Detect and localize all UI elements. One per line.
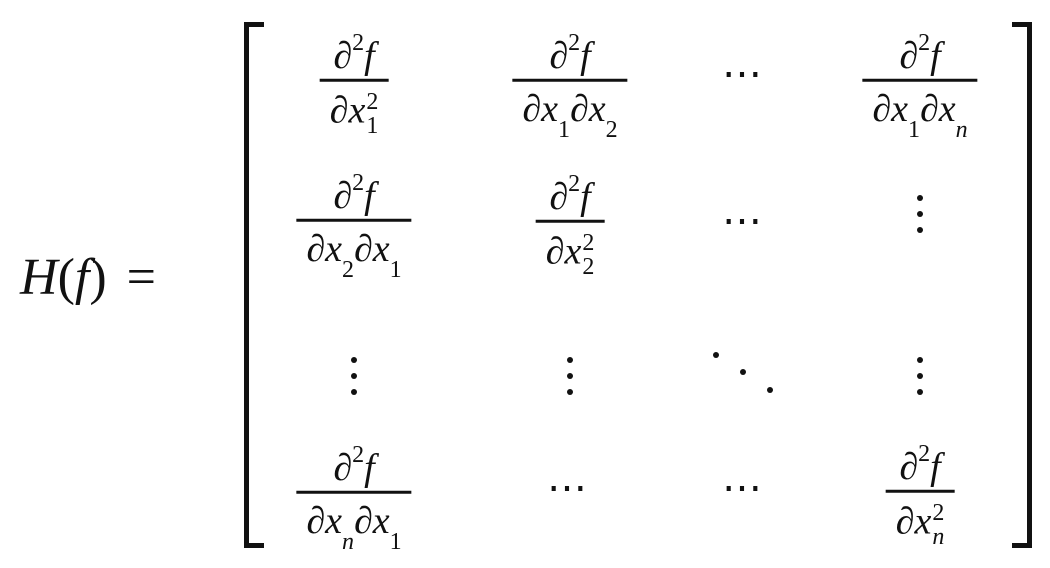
ellipsis-v-3-n <box>917 357 923 395</box>
ellipsis-diagonal-3-3 <box>713 352 777 396</box>
formula-lhs: H(f) = <box>20 252 156 304</box>
hessian-symbol: H <box>20 249 58 306</box>
ellipsis-v-2-n <box>917 195 923 233</box>
ellipsis-h-n-3: ⋯ <box>722 465 768 510</box>
left-bracket <box>244 22 264 548</box>
ellipsis-h-n-2: ⋯ <box>547 465 593 510</box>
ellipsis-v-3-2 <box>567 357 573 395</box>
right-bracket <box>1012 22 1032 548</box>
ellipsis-v-3-1 <box>351 357 357 395</box>
matrix-cell-1-n: ∂2f ∂x1∂xn <box>862 31 978 142</box>
ellipsis-h-1-3: ⋯ <box>722 51 768 96</box>
matrix-cell-1-2: ∂2f ∂x1∂x2 <box>512 31 628 142</box>
equals-sign: = <box>126 249 156 306</box>
lhs-function: f <box>74 249 90 306</box>
open-paren: ( <box>57 249 75 306</box>
close-paren: ) <box>89 249 107 306</box>
matrix-cell-n-1: ∂2f ∂xn∂x1 <box>296 443 412 554</box>
ellipsis-h-2-3: ⋯ <box>722 198 768 243</box>
matrix-cell-2-1: ∂2f ∂x2∂x1 <box>296 171 412 282</box>
